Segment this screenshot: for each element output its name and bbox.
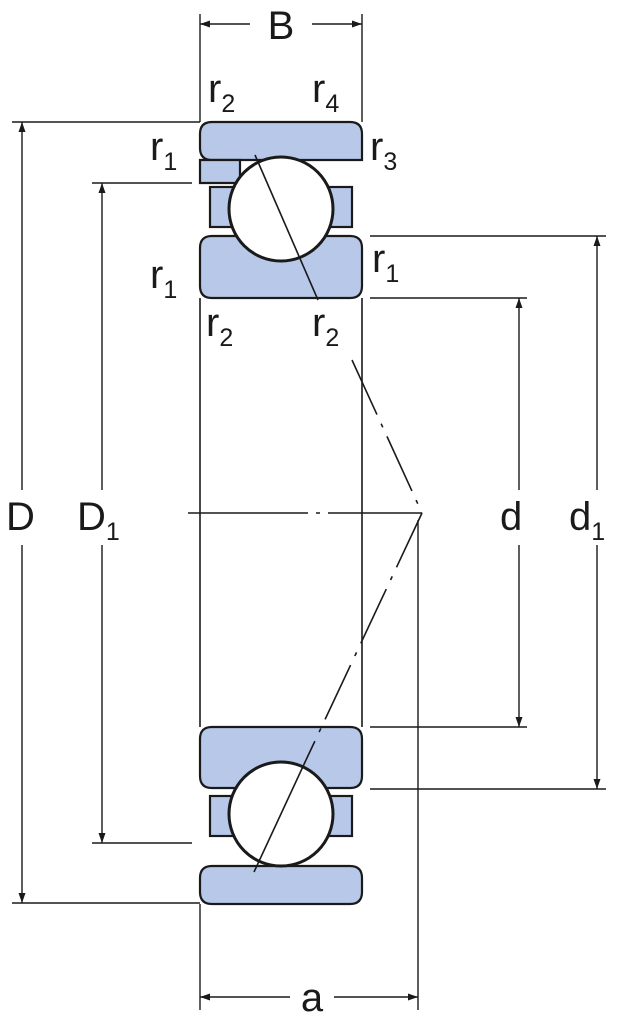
label-r1-top-left: r1 [150, 125, 177, 176]
label-d: d [500, 495, 522, 539]
extension-lines [12, 14, 606, 1010]
outer-ring-top [198, 120, 364, 162]
label-r2-lower-mid: r2 [312, 301, 339, 352]
label-r4: r4 [312, 67, 339, 118]
contact-angle-lines [253, 154, 423, 873]
bottom-bearing-section [198, 725, 364, 906]
label-d1: d1 [569, 495, 605, 546]
label-B: B [268, 4, 295, 48]
inner-ring-bottom [198, 725, 364, 790]
label-r1-right: r1 [372, 237, 399, 288]
top-bearing-section [198, 120, 364, 300]
label-D1: D1 [77, 495, 120, 546]
label-r3: r3 [370, 125, 397, 176]
label-a: a [301, 976, 324, 1017]
label-D: D [6, 495, 35, 539]
dimension-lines [18, 20, 601, 1001]
inner-ring-top [198, 234, 364, 300]
ball-top [227, 155, 335, 263]
label-r2-top-left: r2 [208, 67, 235, 118]
outer-ring-bottom [198, 864, 364, 906]
label-r2-lower-left: r2 [206, 301, 233, 352]
label-r1-lower-left: r1 [150, 253, 177, 304]
dimension-labels: B D D1 d d1 a r2 r4 r1 r3 r1 r [6, 4, 605, 1017]
outer-ring-top-lip [198, 158, 242, 185]
